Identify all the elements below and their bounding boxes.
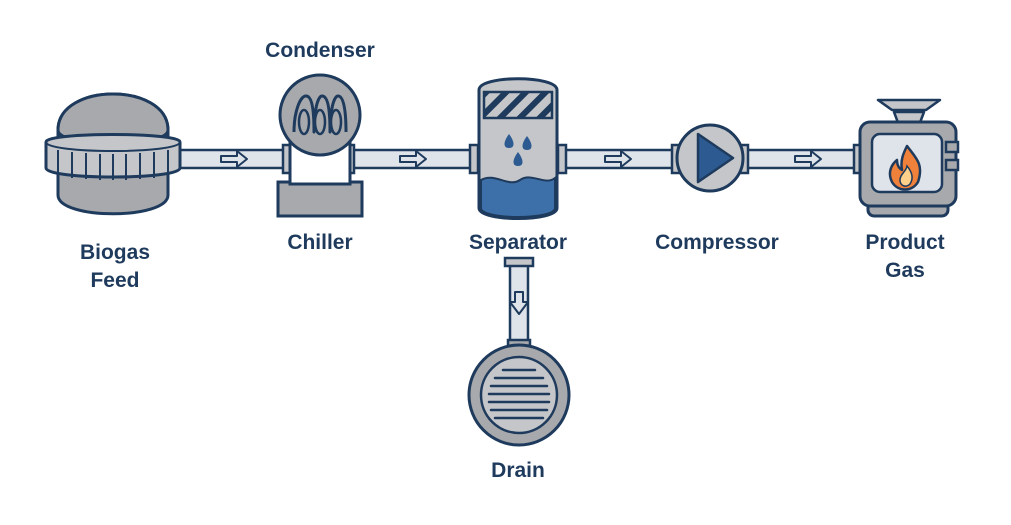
biogas-feed-tank bbox=[44, 92, 182, 216]
water-drops-icon bbox=[504, 134, 532, 166]
label-separator: Separator bbox=[468, 231, 568, 254]
drain-unit bbox=[467, 338, 571, 447]
flow-arrow-4 bbox=[794, 150, 822, 168]
flow-arrow-1 bbox=[220, 150, 248, 168]
flow-arrow-3 bbox=[604, 150, 632, 168]
label-condenser: Condenser bbox=[265, 39, 375, 62]
flow-arrows bbox=[220, 150, 822, 168]
label-chiller: Chiller bbox=[287, 231, 353, 254]
flow-arrow-2 bbox=[399, 150, 427, 168]
label-biogas-feed-line1: Biogas bbox=[79, 241, 150, 264]
label-drain: Drain bbox=[491, 459, 545, 482]
label-product-gas-line2: Gas bbox=[885, 259, 925, 282]
label-compressor: Compressor bbox=[655, 231, 779, 254]
label-product-gas-line1: Product bbox=[865, 231, 945, 254]
flame-icon bbox=[888, 144, 922, 191]
label-biogas-feed-line2: Feed bbox=[90, 269, 140, 292]
compressor-pump bbox=[675, 123, 745, 193]
condenser-coil bbox=[278, 73, 362, 157]
flow-arrow-down bbox=[509, 291, 529, 315]
separator-vessel bbox=[477, 77, 559, 220]
